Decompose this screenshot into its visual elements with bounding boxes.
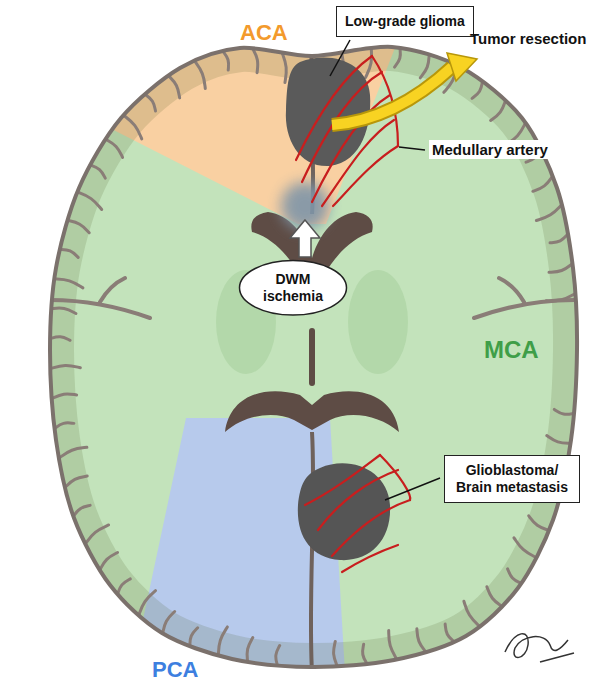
sulcus: [100, 553, 118, 571]
basal-ganglia: [348, 270, 408, 374]
sulcus: [533, 176, 553, 191]
sulcus: [52, 394, 77, 399]
cortex-band: [50, 47, 577, 667]
sulcus: [50, 337, 70, 341]
sulcus: [464, 601, 480, 626]
callout-ellipse: DWM ischemia: [238, 259, 348, 317]
sulcus: [536, 205, 561, 221]
sulcus: [51, 308, 76, 313]
sulcus: [190, 628, 198, 646]
sulcus: [491, 100, 506, 120]
sulcus: [417, 629, 426, 652]
resection-arrow: [332, 67, 452, 125]
node-text: Low-grade glioma: [345, 13, 465, 30]
brain-interior: [50, 30, 577, 685]
sulcus: [252, 48, 257, 73]
leader-line: [330, 40, 350, 76]
sulcus: [60, 249, 78, 257]
sulcus: [276, 646, 280, 666]
sulcus: [472, 81, 482, 98]
sulcus: [445, 624, 454, 642]
label-box: Low-grade glioma: [336, 6, 474, 37]
ellipse-shape: [240, 261, 347, 316]
sulcus: [223, 51, 229, 70]
sulcus: [77, 192, 101, 209]
arrow-label: Tumor resection: [470, 30, 586, 47]
sulcus: [106, 139, 123, 157]
territory-label: PCA: [152, 657, 198, 682]
artist-signature: [505, 634, 574, 662]
node-text: DWM ischemia: [258, 271, 328, 305]
sulcus: [529, 516, 549, 531]
leader-line: [399, 147, 425, 150]
sulcus: [363, 644, 368, 664]
sulcus: [168, 76, 179, 98]
third-ventricle: [309, 328, 315, 386]
glioblastoma-tumor: [298, 463, 390, 560]
brain-outline: [50, 47, 577, 667]
sulcus: [554, 409, 574, 414]
sulcus: [389, 631, 397, 660]
territory-label: ACA: [240, 20, 288, 45]
resection-arrow-edge: [332, 67, 452, 125]
sulcus: [163, 611, 175, 633]
sulcus: [218, 627, 227, 656]
sulcus: [487, 587, 502, 607]
sulcus: [50, 365, 80, 368]
sulcus: [366, 48, 372, 77]
sulcus: [420, 55, 429, 78]
node-text: Glioblastoma/ Brain metastasis: [453, 462, 571, 496]
occipital-horn: [225, 391, 399, 432]
territory-label: MCA: [484, 336, 539, 364]
sulcus: [247, 637, 253, 661]
sulcus: [85, 525, 108, 544]
label-box: Glioblastoma/ Brain metastasis: [444, 455, 580, 503]
leader-line: [385, 478, 440, 500]
sulcus: [90, 165, 105, 178]
sulcus: [55, 423, 74, 429]
callout-label: Medullary artery: [429, 140, 551, 159]
ischemia-pointer-arrow: [290, 220, 320, 257]
sulcus: [508, 569, 522, 584]
sulcus: [118, 579, 131, 594]
sulcus: [550, 234, 568, 243]
sulcus: [54, 279, 83, 288]
sulcus: [282, 53, 286, 83]
sulcus: [514, 538, 537, 558]
sulcus: [395, 48, 401, 67]
interhemispheric-fissure: [311, 432, 313, 672]
sulcus: [549, 264, 572, 273]
sulcus: [65, 476, 87, 487]
sulcus: [334, 641, 338, 666]
sulcus: [145, 94, 156, 111]
sulcus: [67, 220, 89, 232]
resection-arrowhead: [447, 53, 477, 81]
sulcus: [59, 447, 87, 458]
sulcus: [194, 61, 205, 89]
sulcus: [139, 591, 156, 616]
sulcus: [73, 505, 90, 516]
sulcus: [123, 115, 141, 139]
low-grade-glioma-tumor: [286, 57, 370, 166]
sulcus: [547, 436, 571, 444]
